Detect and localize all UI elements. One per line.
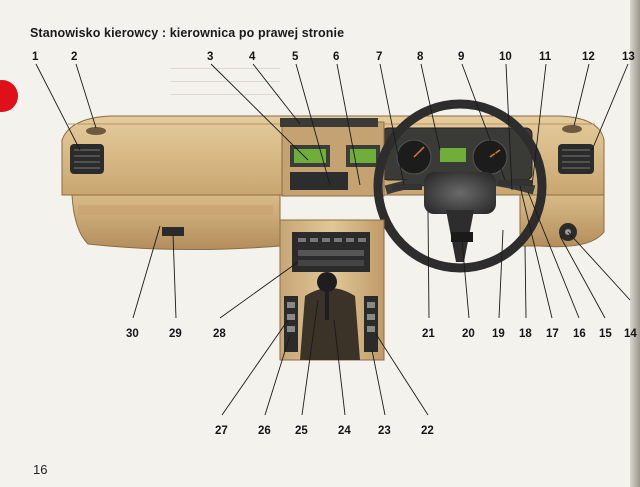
callout-17: 17 [546, 328, 559, 340]
callout-2: 2 [71, 51, 78, 63]
instrument-cluster [381, 127, 533, 181]
page-title: Stanowisko kierowcy : kierownica po praw… [30, 26, 345, 40]
page-binding-edge [630, 0, 640, 487]
callout-3: 3 [207, 51, 214, 63]
gear-knob [317, 272, 337, 292]
callout-24: 24 [338, 425, 351, 437]
right-speaker [562, 125, 582, 133]
callout-16: 16 [573, 328, 586, 340]
lower-center-console [279, 219, 385, 361]
callout-21: 21 [422, 328, 435, 340]
callout-11: 11 [539, 51, 552, 63]
callout-13: 13 [622, 51, 635, 63]
callout-28: 28 [213, 328, 226, 340]
callout-14: 14 [624, 328, 637, 340]
callout-9: 9 [458, 51, 465, 63]
left-window-switches [284, 296, 298, 352]
callout-7: 7 [376, 51, 383, 63]
callout-27: 27 [215, 425, 228, 437]
callout-19: 19 [492, 328, 505, 340]
red-thumb-tab [0, 80, 18, 112]
callout-25: 25 [295, 425, 308, 437]
page-number: 16 [33, 462, 48, 477]
center-switch-panel [280, 118, 385, 197]
callout-5: 5 [292, 51, 299, 63]
callout-15: 15 [599, 328, 612, 340]
callout-4: 4 [249, 51, 256, 63]
left-stalk [392, 184, 422, 190]
callout-12: 12 [582, 51, 595, 63]
callout-30: 30 [126, 328, 139, 340]
callout-20: 20 [462, 328, 475, 340]
leader-lines [35, 63, 631, 416]
bleed-through-text [170, 60, 280, 110]
callout-18: 18 [519, 328, 532, 340]
callout-6: 6 [333, 51, 340, 63]
left-speaker [86, 127, 106, 135]
callout-8: 8 [417, 51, 424, 63]
glovebox-latch [162, 227, 184, 236]
left-air-vent [70, 144, 104, 174]
glovebox-panel [71, 194, 281, 251]
callout-23: 23 [378, 425, 391, 437]
right-stalk [498, 180, 532, 186]
callout-10: 10 [499, 51, 512, 63]
callout-1: 1 [32, 51, 39, 63]
right-air-vent [558, 144, 594, 174]
right-window-switches [364, 296, 378, 352]
callout-22: 22 [421, 425, 434, 437]
callout-26: 26 [258, 425, 271, 437]
callout-29: 29 [169, 328, 182, 340]
